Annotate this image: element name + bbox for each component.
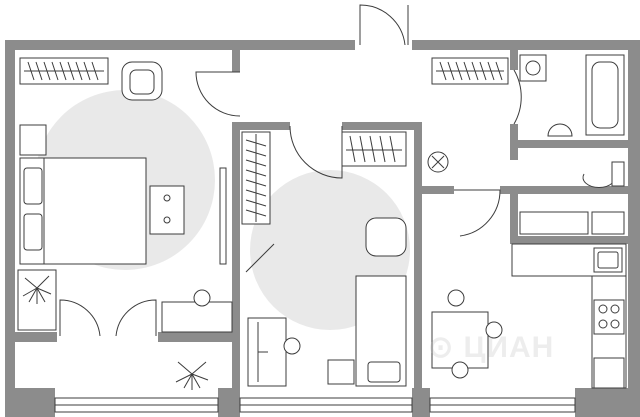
bathroom-door xyxy=(513,69,522,125)
bed-pillow-top xyxy=(23,167,43,205)
stove-burner-2-icon xyxy=(610,304,620,314)
bedroom-desk xyxy=(161,301,233,333)
bedroom-wardrobe-door-left xyxy=(59,299,101,337)
bedroom-door xyxy=(195,71,241,117)
single-bed-pillow xyxy=(367,361,401,383)
bath-sink-icon xyxy=(547,123,573,137)
bedside-lamp-top-icon xyxy=(163,194,171,202)
plant-bedroom-2-icon xyxy=(175,361,209,390)
bed-frame xyxy=(43,157,147,265)
washing-machine xyxy=(519,54,547,82)
nursery-wardrobe-hangers-icon xyxy=(245,134,267,222)
hall-shelf-hangers-icon xyxy=(436,61,504,81)
wall-nursery-top-b xyxy=(342,122,422,130)
wall-bottom-mid1 xyxy=(218,388,240,417)
watermark: ⊙ ЦИАН xyxy=(428,330,554,365)
bedroom-wardrobe-door-right xyxy=(115,299,157,337)
plant-bedroom-icon xyxy=(22,275,52,304)
nursery-shelf-icon xyxy=(245,243,275,273)
wall-right xyxy=(628,40,640,417)
wall-top-right xyxy=(412,40,640,50)
dining-chair-top xyxy=(447,289,465,307)
bedroom-tv xyxy=(219,167,227,265)
furniture xyxy=(17,54,627,390)
stove-burner-1-icon xyxy=(598,304,608,314)
wall-kitchen-v xyxy=(510,194,518,244)
wall-shaft xyxy=(518,236,588,244)
walls xyxy=(5,40,640,417)
kitchen-sink-basin xyxy=(597,251,619,269)
nursery-desk-chair xyxy=(283,337,301,355)
wall-bottom-left xyxy=(5,388,55,417)
watermark-text: ЦИАН xyxy=(463,331,555,364)
wall-left xyxy=(5,40,15,417)
windows xyxy=(54,397,576,413)
nursery-closet-hangers-icon xyxy=(346,135,402,163)
bedroom-stub-right xyxy=(158,332,233,342)
wall-kitchen-top xyxy=(414,186,454,194)
wall-v-nursery-kitchen xyxy=(414,122,422,192)
cian-logo-icon: ⊙ xyxy=(428,331,455,364)
wall-toilet-bottom xyxy=(500,186,640,194)
wall-bath-left xyxy=(510,50,518,70)
wall-toilet-left xyxy=(510,148,518,160)
wall-bath-toilet xyxy=(510,140,640,148)
wall-top-left xyxy=(5,40,355,50)
bedroom-armchair-seat xyxy=(129,69,155,95)
bedside-lamp-bottom-icon xyxy=(163,216,171,224)
bedroom-dresser xyxy=(19,124,47,156)
nursery-door xyxy=(289,125,343,179)
bedroom-closet-hangers-icon xyxy=(24,61,104,81)
nursery-monitor-icon xyxy=(257,322,268,382)
toilet-tank xyxy=(611,161,625,187)
kitchen-stove xyxy=(593,299,625,335)
bedroom-desk-chair xyxy=(193,289,211,307)
nursery-armchair xyxy=(365,217,407,257)
kitchen-cabinet-2 xyxy=(591,211,625,235)
wall-shaft2 xyxy=(588,236,628,244)
bathtub-basin xyxy=(591,61,619,129)
wall-nursery-top-a xyxy=(232,122,290,130)
nursery-closet xyxy=(341,131,407,167)
kitchen-cabinet xyxy=(519,211,589,235)
bedside-table xyxy=(149,185,185,235)
stove-burner-3-icon xyxy=(598,319,608,329)
washing-machine-drum-icon xyxy=(525,60,541,76)
wall-bath-left2 xyxy=(510,124,518,140)
doors xyxy=(59,4,522,337)
toilet-icon xyxy=(582,162,616,188)
bed-pillow-bottom xyxy=(23,213,43,251)
wall-v-nub xyxy=(232,50,240,72)
dining-chair-bottom xyxy=(451,361,469,379)
wall-v-hall-nursery xyxy=(232,122,240,392)
wall-bottom-mid2 xyxy=(412,388,430,417)
wall-bottom-right xyxy=(575,388,640,417)
bedroom-stub-left xyxy=(15,332,57,342)
kitchen-door xyxy=(454,189,501,237)
kitchen-fridge xyxy=(593,357,625,389)
stove-burner-4-icon xyxy=(610,319,620,329)
entrance-door-left xyxy=(359,4,406,46)
dining-chair-right xyxy=(485,321,503,339)
hall-plant-icon xyxy=(427,151,449,173)
nursery-toybox xyxy=(327,359,355,385)
wall-v-nursery-kitchen-low xyxy=(414,192,422,392)
